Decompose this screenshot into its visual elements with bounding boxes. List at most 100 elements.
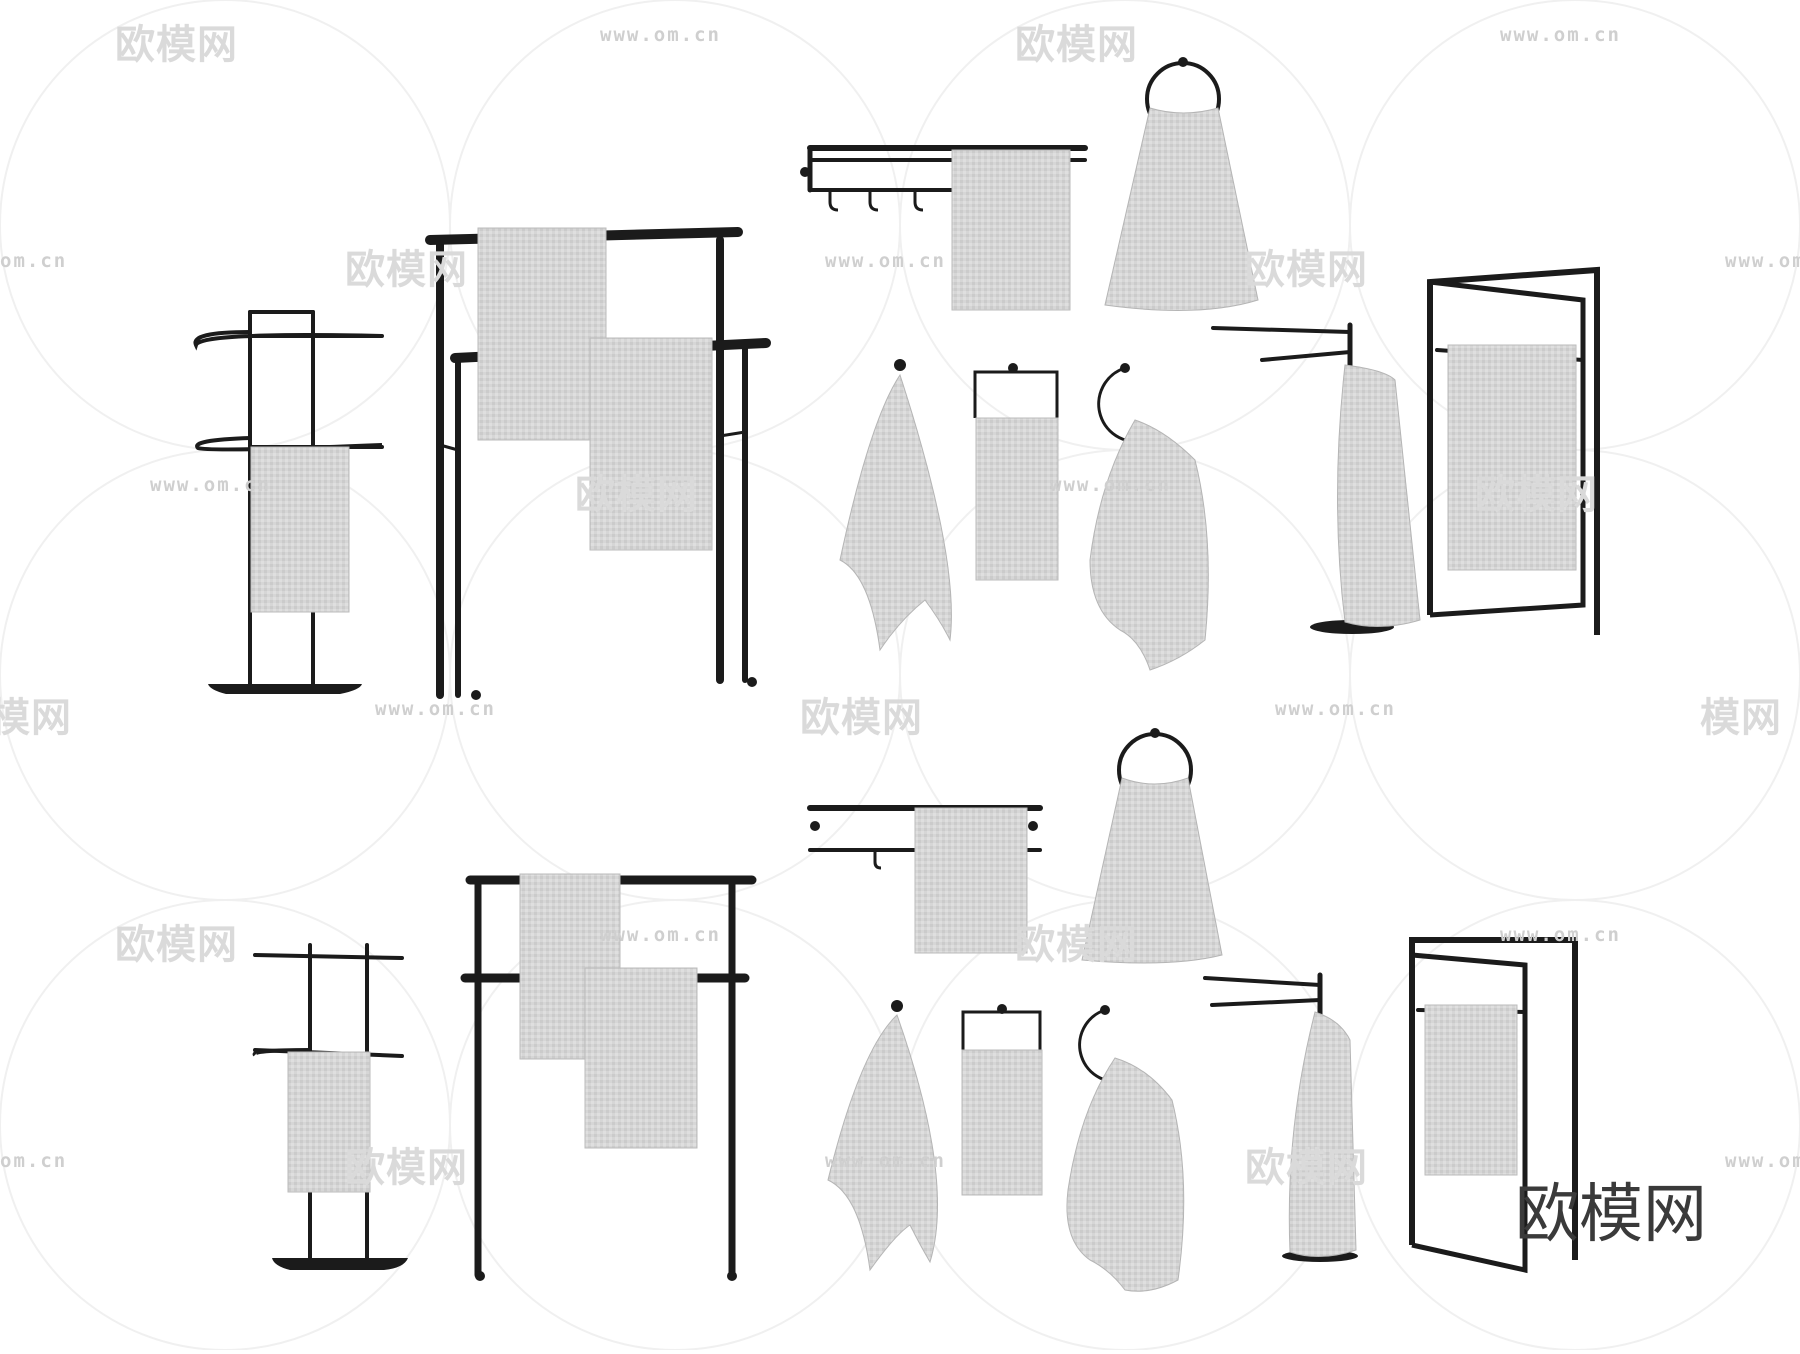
stand-foot	[747, 677, 757, 687]
square-ring	[961, 1010, 1042, 1050]
watermark-url: www.om.cn	[150, 474, 271, 496]
stand-base	[208, 684, 362, 694]
hook	[868, 190, 879, 212]
metal-bar	[438, 443, 460, 452]
watermark-url: www.om.cn	[1500, 924, 1621, 946]
towel-ring	[1104, 57, 1259, 311]
double-bar-towel-stand	[460, 873, 757, 1281]
wall-mount	[1178, 57, 1188, 67]
products-layer	[193, 57, 1600, 1292]
wall-mount	[894, 359, 906, 371]
metal-bar	[718, 430, 747, 438]
square-ring	[973, 370, 1059, 418]
towel	[1104, 107, 1259, 311]
swivel-arm-towel-stand	[1203, 972, 1358, 1262]
watermark-logo: 欧模网	[1015, 922, 1138, 968]
watermark-url: www.om.cn	[600, 24, 721, 46]
watermark-logo: 欧模网	[1245, 1145, 1368, 1191]
stand-foot	[475, 1271, 485, 1281]
open-towel-ring	[1066, 1005, 1185, 1292]
watermark-logo: 欧模网	[345, 1145, 468, 1191]
wall-shelf-with-hooks	[800, 145, 1088, 311]
watermark-circle	[0, 449, 451, 901]
towel	[584, 967, 698, 1149]
towel	[839, 373, 952, 652]
frame-towel-stand	[1427, 266, 1600, 635]
watermark-logo: 欧模网	[1015, 22, 1138, 68]
frame	[1427, 266, 1600, 635]
square-towel-ring	[961, 1004, 1043, 1196]
wall-mount	[1150, 728, 1160, 738]
watermark-logo: 模网	[1700, 695, 1782, 741]
watermark-logo: 欧模网	[1245, 247, 1368, 293]
swivel-arm	[1210, 998, 1322, 1007]
wall-mount	[891, 1000, 903, 1012]
towel	[914, 807, 1028, 954]
watermark-logo: 欧模网	[345, 247, 468, 293]
open-towel-ring	[1089, 363, 1209, 671]
hook	[913, 190, 924, 212]
stand-base	[272, 1258, 408, 1270]
towel	[975, 417, 1059, 581]
frame	[1429, 279, 1586, 618]
towel	[1089, 419, 1209, 671]
watermark-url: www.om.cn	[825, 250, 946, 272]
metal-bar	[193, 330, 383, 351]
towel-hook-item	[839, 359, 952, 652]
double-bar-towel-stand	[425, 227, 771, 700]
towel	[589, 337, 713, 551]
wall-mount	[810, 821, 820, 831]
frame	[1411, 952, 1528, 1274]
hook	[873, 850, 882, 870]
towel	[1288, 1011, 1357, 1258]
towel	[1337, 364, 1421, 628]
hook	[828, 190, 839, 212]
towel	[961, 1049, 1043, 1196]
watermark-logo: 欧模网	[115, 22, 238, 68]
watermark-url: www.om.cn	[1050, 474, 1171, 496]
stand-foot	[727, 1271, 737, 1281]
watermark-url: www.om.cn	[1500, 24, 1621, 46]
watermark-logo: 欧模网	[115, 922, 238, 968]
towel	[951, 149, 1071, 311]
metal-bar	[253, 953, 404, 960]
towel	[1424, 1004, 1518, 1176]
square-towel-ring	[973, 363, 1059, 581]
towel	[477, 227, 607, 441]
swivel-arm	[1203, 976, 1322, 987]
semicircle-towel-stand	[193, 310, 384, 694]
towel	[827, 1014, 939, 1272]
towel	[1066, 1057, 1185, 1292]
stand-foot	[471, 690, 481, 700]
wall-shelf-with-hooks	[807, 805, 1043, 954]
wall-mount	[1028, 821, 1038, 831]
watermark-url: www.om.cn	[825, 1150, 946, 1172]
watermark-url: www.om.cn	[1725, 1150, 1800, 1172]
watermark-url: www.om.cn	[600, 924, 721, 946]
watermark-logo: 欧模网	[1475, 472, 1598, 518]
metal-bar	[252, 1048, 311, 1057]
swivel-arm	[1260, 350, 1352, 362]
towel	[1081, 777, 1223, 964]
semicircle-towel-stand	[252, 943, 408, 1270]
towel	[287, 1051, 371, 1193]
watermark-url: www.om.cn	[1275, 698, 1396, 720]
towel-hook-item	[827, 1000, 939, 1272]
watermark-url: om.cn	[0, 1150, 68, 1172]
watermark-logo: 模网	[0, 695, 72, 741]
towel	[250, 446, 350, 613]
swivel-arm	[1211, 326, 1352, 334]
watermark-url: www.om.cn	[1725, 250, 1800, 272]
towel	[1447, 344, 1577, 571]
wall-mount	[800, 167, 810, 177]
watermark-url: www.om.cn	[375, 698, 496, 720]
swivel-arm-towel-stand	[1211, 322, 1421, 634]
watermark-url: om.cn	[0, 250, 68, 272]
watermark-logo: 欧模网	[800, 695, 923, 741]
frame-towel-stand	[1409, 937, 1578, 1274]
towel-ring	[1081, 728, 1223, 964]
watermark-logo: 欧模网	[575, 472, 698, 518]
frame	[1409, 937, 1578, 1260]
